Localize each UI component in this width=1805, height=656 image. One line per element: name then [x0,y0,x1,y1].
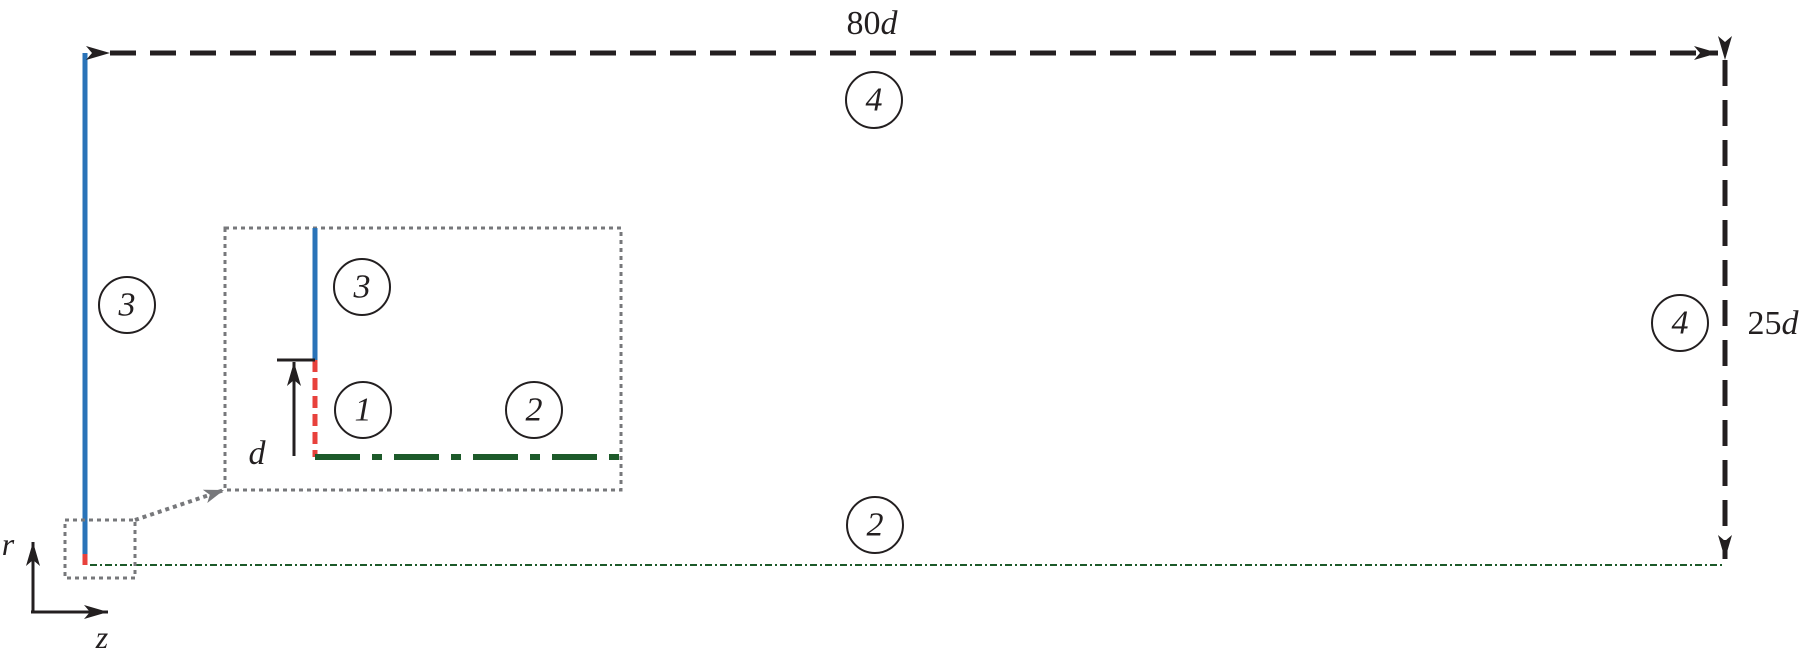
inlet-height-label: d [249,435,267,472]
length-dimension-label: 80d [847,5,899,42]
svg-text:4: 4 [1672,305,1689,342]
boundary-label-left-wall: 3 [98,276,156,334]
svg-text:4: 4 [866,82,883,119]
height-dimension-label: 25d [1748,305,1800,342]
boundary-label-top: 4 [845,71,903,129]
z-axis-label: z [95,619,109,655]
r-axis-label: r [2,526,15,562]
inset-box [223,226,623,492]
boundary-label-right: 4 [1651,294,1709,352]
zoom-pointer-arrow [134,488,225,522]
zoom-source-box [63,518,137,580]
svg-text:3: 3 [353,269,371,306]
svg-text:2: 2 [867,507,884,544]
inset-label-inlet: 1 [334,381,392,439]
inset-label-wall: 3 [333,258,391,316]
svg-text:3: 3 [118,287,136,324]
svg-text:2: 2 [526,392,543,429]
svg-text:1: 1 [355,392,372,429]
boundary-label-axis: 2 [846,496,904,554]
inset-label-axis: 2 [505,381,563,439]
